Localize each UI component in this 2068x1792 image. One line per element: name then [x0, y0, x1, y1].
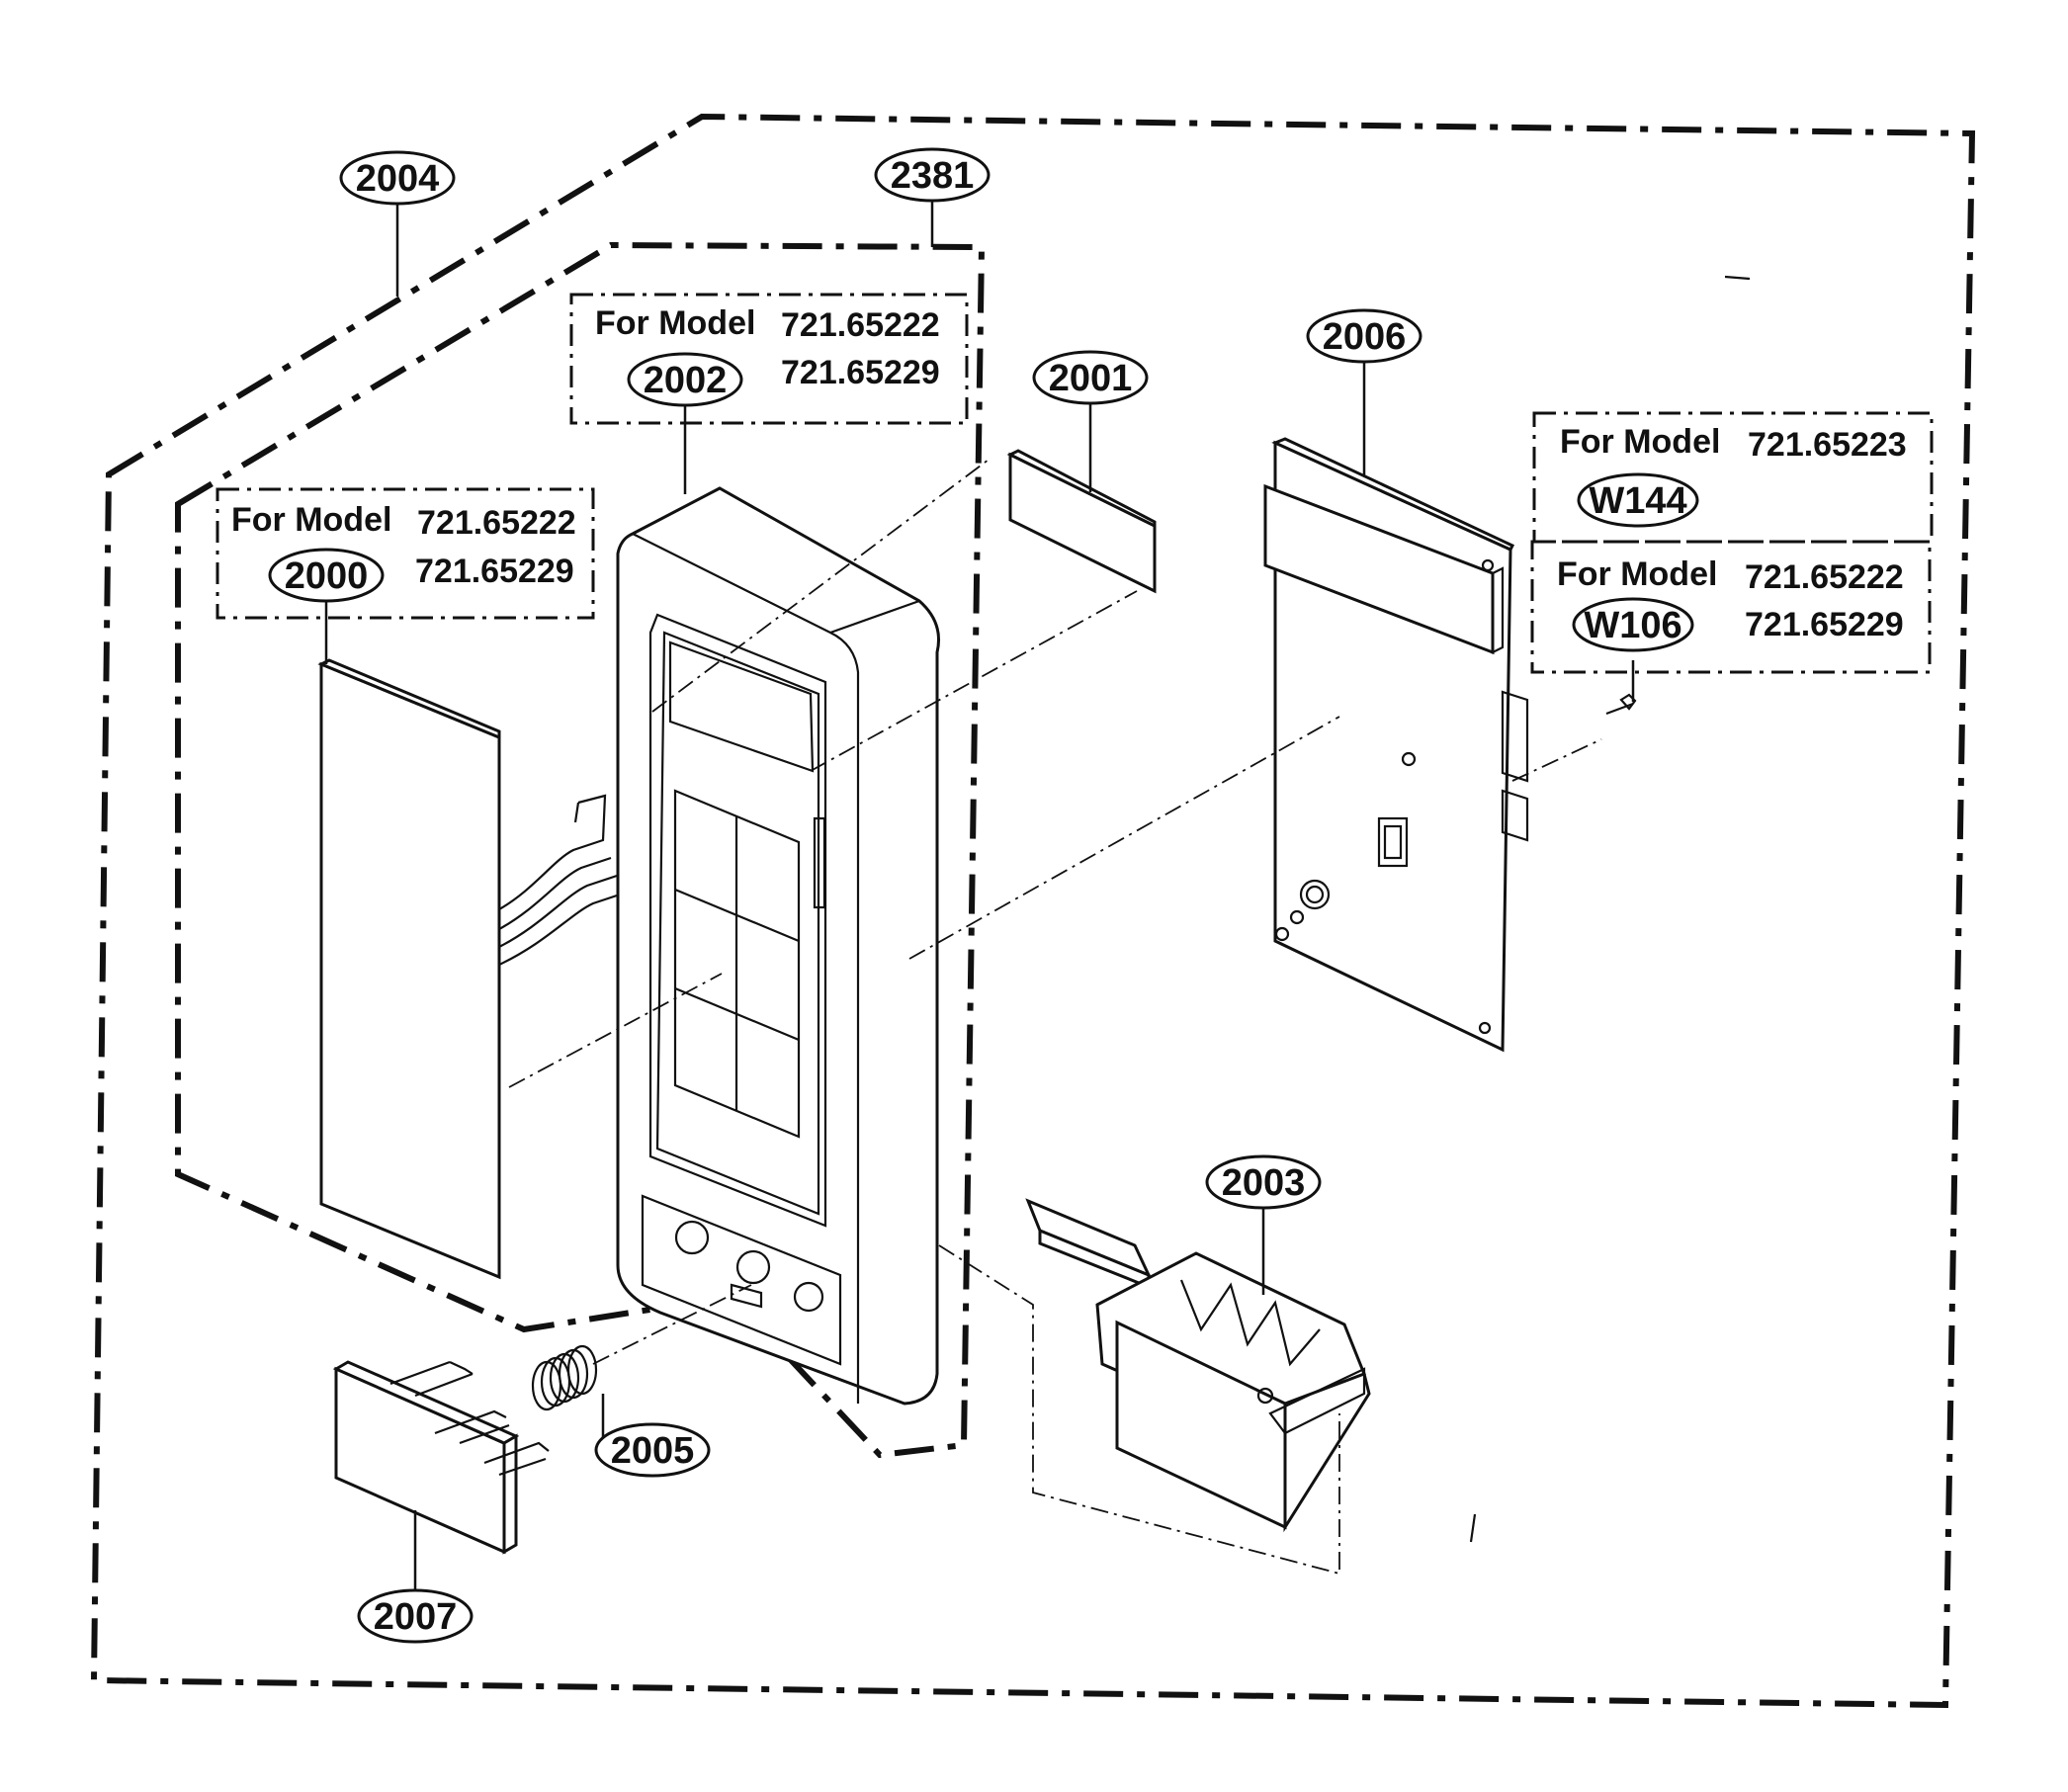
model-note-w144-label: For Model: [1560, 423, 1720, 461]
outer-assembly-boundary: [90, 113, 1976, 1709]
model-note-w106-m65222: 721.65222: [1745, 558, 1904, 596]
callout-2005: 2005: [594, 1422, 711, 1478]
part-2006-pcb: [1263, 437, 1637, 1053]
model-box-w106: [1530, 540, 1932, 674]
part-2002-housing: [616, 486, 940, 1406]
model-box-w144: [1532, 411, 1934, 544]
model-note-w106-m65229: 721.65229: [1745, 606, 1904, 643]
callout-2006: 2006: [1306, 308, 1422, 364]
inner-assembly-boundary: [175, 241, 986, 1459]
exploded-line-a: [508, 973, 723, 1088]
exploded-line-d: [908, 716, 1340, 960]
scan-mark-2: [1469, 1513, 1477, 1543]
part-2003-lever: [1025, 1198, 1371, 1533]
callout-2001-text: 2001: [1049, 358, 1133, 399]
exploded-line-f: [592, 1284, 752, 1365]
callout-2004-text: 2004: [356, 158, 440, 200]
part-2005-spring: [531, 1344, 598, 1411]
callout-w144: W144: [1577, 472, 1699, 528]
exploded-line-c: [810, 590, 1138, 772]
callout-2381: 2381: [874, 147, 991, 203]
callout-w144-text: W144: [1589, 480, 1686, 522]
callout-2003: 2003: [1205, 1154, 1322, 1210]
model-note-2000-m65229: 721.65229: [415, 553, 574, 590]
exploded-line-e: [1511, 738, 1602, 782]
exploded-line-b: [651, 459, 990, 713]
model-box-2000: [215, 487, 595, 620]
callout-2007: 2007: [357, 1588, 474, 1644]
callout-2007-text: 2007: [374, 1596, 458, 1638]
model-note-2002-m65229: 721.65229: [781, 354, 940, 391]
exploded-line-g: [938, 1244, 1340, 1576]
callout-2000: 2000: [268, 548, 385, 603]
model-note-2000-m65222: 721.65222: [417, 504, 576, 542]
model-note-2002-label: For Model: [595, 304, 755, 342]
callout-2002: 2002: [627, 352, 743, 407]
callout-2004: 2004: [339, 150, 456, 206]
model-note-w144-m65223: 721.65223: [1748, 426, 1907, 464]
part-2001-window: [1006, 449, 1157, 594]
part-2007-button: [332, 1360, 550, 1555]
model-note-2002-m65222: 721.65222: [781, 306, 940, 344]
callout-2381-text: 2381: [891, 155, 975, 197]
callout-2003-text: 2003: [1222, 1162, 1306, 1204]
scan-mark: [1724, 275, 1751, 281]
model-note-2000-label: For Model: [231, 501, 391, 539]
callout-2005-text: 2005: [611, 1430, 695, 1472]
callout-2001: 2001: [1032, 350, 1149, 405]
callout-2006-text: 2006: [1323, 316, 1407, 358]
callout-2000-text: 2000: [285, 555, 369, 597]
model-box-2002: [569, 293, 969, 425]
callout-w106-text: W106: [1584, 605, 1681, 646]
callout-w106: W106: [1572, 597, 1694, 652]
part-2000-membrane: [317, 658, 624, 1280]
callout-2002-text: 2002: [644, 360, 728, 401]
model-note-w106-label: For Model: [1557, 555, 1717, 593]
